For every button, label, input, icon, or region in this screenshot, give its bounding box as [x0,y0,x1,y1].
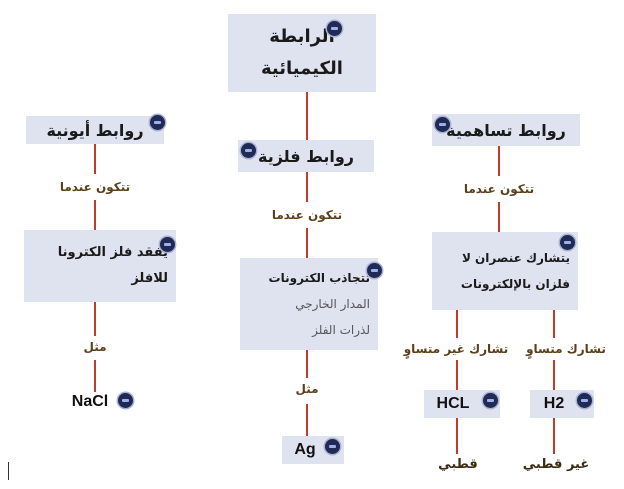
connector-unequal-hcl [456,360,458,390]
covalent-bonds-label: روابط تساهمية [446,120,566,140]
ionic-condition-box: يفقد فلز الكترونا للافلز [24,230,176,302]
bullet-icon [435,117,450,132]
metallic-condition-line1: تتجاذب الكترونات [268,271,370,285]
nonpolar-label: غير قطبي [522,457,590,472]
hcl-example: HCL [436,395,470,412]
equal-sharing-label: تشارك متساوٍ [526,342,606,356]
covalent-condition-line1: يتشارك عنصران لا [461,251,570,265]
nacl-example: NaCl [71,393,109,410]
covalent-condition-line2: فلزان بالإلكترونات [460,277,570,291]
bullet-icon [483,393,498,408]
bullet-icon [327,21,342,36]
connector-h2-nonpolar [553,418,555,454]
bullet-icon [241,143,256,158]
connector-metallic-ag [306,404,308,436]
connector-hcl-polar [456,418,458,454]
metallic-condition-box: تتجاذب الكترونات المدار الخارجي لذرات ال… [240,258,378,350]
connector-root-metallic [306,92,308,140]
covalent-condition-box: يتشارك عنصران لا فلزان بالإلكترونات [432,232,578,310]
metallic-condition-line2: المدار الخارجي [295,297,370,311]
connector-metallic-forms [306,172,308,202]
polar-label: قطبي [438,457,478,472]
bullet-icon [160,237,175,252]
ionic-forms-when: تتكون عندما [59,180,131,194]
ionic-condition-line1: يفقد فلز الكترونا [57,245,168,260]
connector-covalent-equal [553,310,555,338]
connector-ionic-nacl [94,360,96,392]
metallic-forms-when: تتكون عندما [271,208,343,222]
h2-example: H2 [543,395,565,412]
root-box: الرابطة الكيميائية [228,14,376,92]
ag-example: Ag [294,441,316,458]
ionic-bonds-label: روابط أيونية [46,120,144,140]
unequal-sharing-label: تشارك غير متساوٍ [403,342,509,356]
ionic-bonds-box: روابط أيونية [26,116,164,144]
connector-equal-h2 [553,360,555,390]
connector-covalent-condition [498,202,500,232]
ionic-condition-line2: للافلز [131,271,168,286]
bullet-icon [325,439,340,454]
ionic-example-label: مثل [83,340,107,354]
bullet-icon [150,115,165,130]
text-cursor [8,462,9,480]
root-title-line1: الرابطة [269,26,335,47]
metallic-bonds-box: روابط فلزية [238,140,374,172]
connector-ionic-condition [94,200,96,230]
bullet-icon [367,263,382,278]
bullet-icon [560,235,575,250]
metallic-bonds-label: روابط فلزية [257,146,355,166]
metallic-condition-line3: لذرات الفلز [312,323,370,337]
covalent-forms-when: تتكون عندما [463,182,535,196]
connector-metallic-condition [306,228,308,258]
metallic-example-label: مثل [295,382,319,396]
connector-ionic-forms [94,144,96,174]
covalent-bonds-box: روابط تساهمية [432,114,580,146]
bullet-icon [118,393,133,408]
bullet-icon [577,393,592,408]
connector-covalent-forms [498,146,500,176]
connector-metallic-example-label [306,350,308,378]
connector-ionic-example-label [94,302,96,336]
connector-covalent-unequal [456,310,458,338]
root-title-line2: الكيميائية [261,58,343,79]
